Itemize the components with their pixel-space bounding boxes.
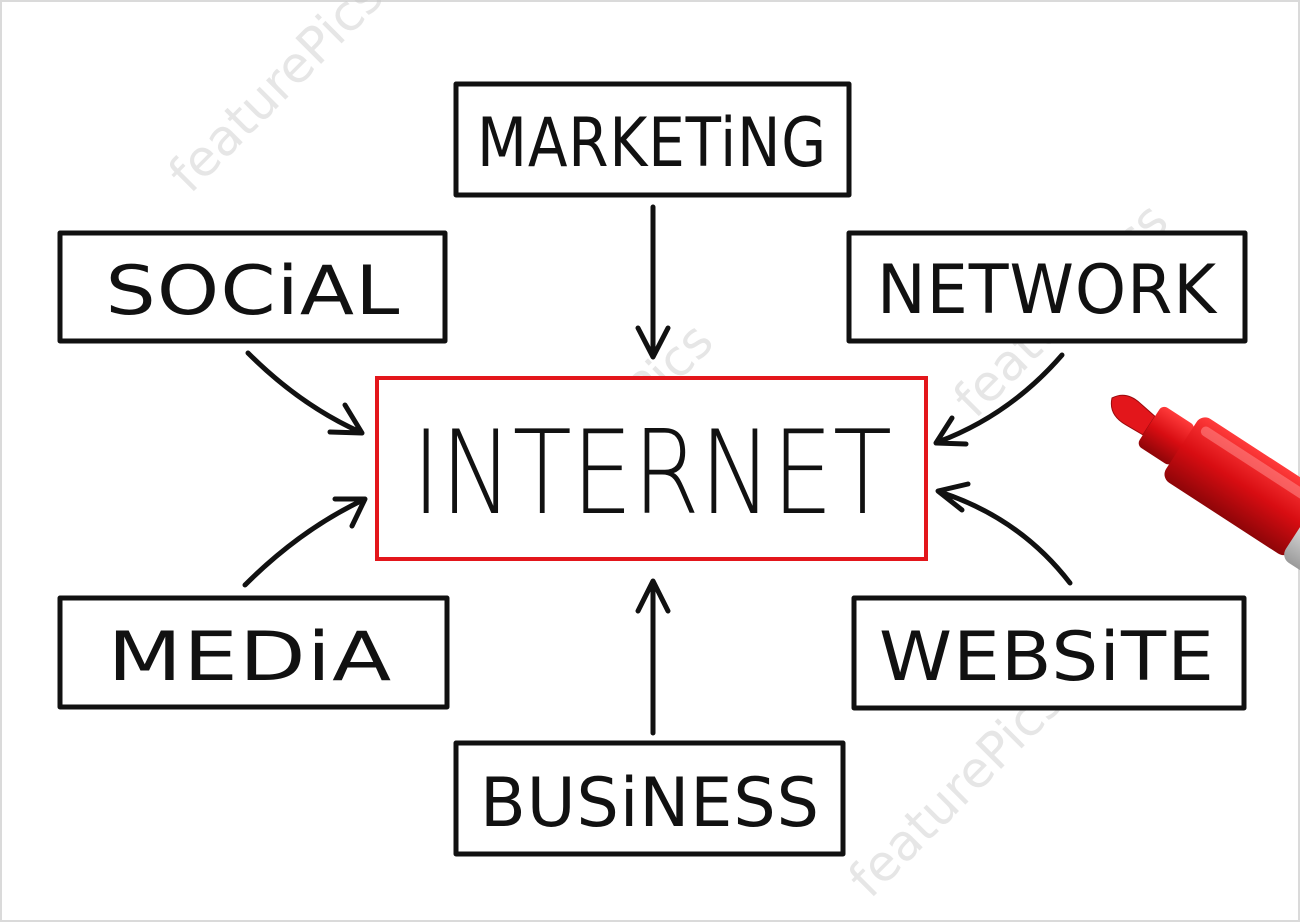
arrow-social [245,350,365,436]
arrow-media [242,496,368,588]
node-media-box [57,595,450,710]
node-social-label: SOCiAL [106,252,401,331]
center-node-label: INTERNET [412,406,892,541]
node-network-label: NETWORK [877,251,1218,330]
node-website: WEBSiTE [851,595,1247,711]
arrow-website [935,481,1073,586]
node-business: BUSiNESS [453,740,846,857]
node-website-box [851,595,1247,711]
node-media-label: MEDiA [108,618,393,697]
node-social: SOCiAL [57,230,448,344]
node-marketing-box [453,81,852,198]
node-social-box [57,230,448,344]
red-marker-icon [1110,394,1300,587]
node-business-label: BUSiNESS [480,764,820,843]
node-network: NETWORK [846,230,1248,344]
arrow-marketing [635,204,671,360]
node-media: MEDiA [57,595,450,710]
node-business-box [453,740,846,857]
center-node-box [375,376,928,561]
node-marketing: MARKETiNG [453,81,852,198]
node-network-box [846,230,1248,344]
arrow-network [933,352,1065,447]
center-node: INTERNET [375,376,928,561]
arrow-business [635,578,671,736]
node-website-label: WEBSiTE [879,618,1215,697]
arrows [242,204,1073,736]
watermark-text: featurePics [157,0,394,203]
node-marketing-label: MARKETiNG [477,104,827,183]
